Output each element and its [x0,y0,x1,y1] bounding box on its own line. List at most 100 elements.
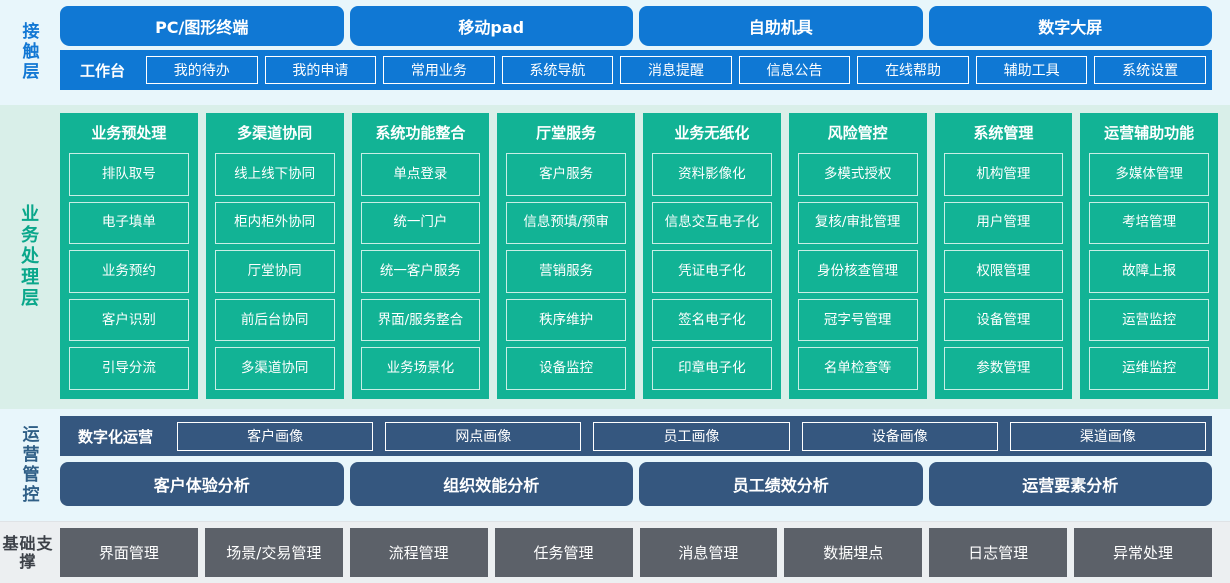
business-item[interactable]: 信息交互电子化 [652,201,772,245]
portrait-branch[interactable]: 网点画像 [385,421,582,451]
base-row: 界面管理 场景/交易管理 流程管理 任务管理 消息管理 数据埋点 日志管理 异常… [60,528,1212,577]
workbench-item-system-settings[interactable]: 系统设置 [1094,56,1206,84]
layer-base-label-text: 基础支撑 [2,533,54,571]
business-column-title: 业务预处理 [91,124,167,142]
business-item[interactable]: 运维监控 [1089,347,1209,390]
base-item-scene-transaction-management[interactable]: 场景/交易管理 [204,528,343,577]
business-item[interactable]: 业务场景化 [360,347,481,390]
business-column-system-management: 系统管理 机构管理 用户管理 权限管理 设备管理 参数管理 [934,113,1073,399]
base-item-message-management[interactable]: 消息管理 [639,528,778,577]
layer-business-label: 业务处理层 [0,113,56,399]
business-column-title: 系统管理 [973,124,1034,142]
workbench-item-message-alert[interactable]: 消息提醒 [620,56,732,84]
business-column-title: 厅堂服务 [536,124,597,142]
business-column-system-integration: 系统功能整合 单点登录 统一门户 统一客户服务 界面/服务整合 业务场景化 [351,113,490,399]
workbench-item-aux-tools[interactable]: 辅助工具 [975,56,1088,84]
business-column-title: 风险管控 [827,124,888,142]
business-column-title: 系统功能整合 [375,124,466,142]
layer-business-body: 业务预处理 排队取号 电子填单 业务预约 客户识别 引导分流 多渠道协同 线上线… [56,113,1230,399]
business-column-lobby-service: 厅堂服务 客户服务 信息预填/预审 营销服务 秩序维护 设备监控 [497,113,635,399]
business-item[interactable]: 参数管理 [943,347,1064,390]
business-item[interactable]: 签名电子化 [652,298,772,342]
business-item[interactable]: 多媒体管理 [1089,153,1209,196]
business-column-risk-control: 风险管控 多模式授权 复核/审批管理 身份核查管理 冠字号管理 名单检查等 [788,113,927,399]
business-item[interactable]: 引导分流 [69,347,189,390]
business-item[interactable]: 故障上报 [1089,250,1209,293]
business-column-title: 业务无纸化 [674,124,750,142]
business-item[interactable]: 权限管理 [943,250,1064,293]
business-column-title: 运营辅助功能 [1104,124,1195,142]
business-columns: 业务预处理 排队取号 电子填单 业务预约 客户识别 引导分流 多渠道协同 线上线… [60,113,1218,399]
business-column-operation-support: 运营辅助功能 多媒体管理 考培管理 故障上报 运营监控 运维监控 [1080,113,1218,399]
base-item-task-management[interactable]: 任务管理 [494,528,633,577]
business-item[interactable]: 设备管理 [943,298,1064,342]
business-item[interactable]: 设备监控 [506,347,626,390]
business-item[interactable]: 名单检查等 [797,347,918,390]
business-item[interactable]: 营销服务 [506,250,626,293]
layer-business: 业务处理层 业务预处理 排队取号 电子填单 业务预约 客户识别 引导分流 多渠道… [0,105,1230,409]
business-item[interactable]: 单点登录 [360,153,481,196]
portrait-customer[interactable]: 客户画像 [177,421,374,451]
analysis-employee-performance[interactable]: 员工绩效分析 [639,462,923,506]
channel-mobile-pad[interactable]: 移动pad [349,6,633,46]
business-item[interactable]: 柜内柜外协同 [214,201,335,245]
business-item[interactable]: 机构管理 [943,153,1064,196]
business-item[interactable]: 身份核查管理 [797,250,918,293]
business-item[interactable]: 多模式授权 [797,153,918,196]
workbench-item-my-application[interactable]: 我的申请 [264,56,377,84]
layer-operations: 运营管控 数字化运营 客户画像 网点画像 员工画像 设备画像 渠道画像 客户体验… [0,409,1230,521]
business-column-pretreatment: 业务预处理 排队取号 电子填单 业务预约 客户识别 引导分流 [60,113,198,399]
base-item-process-management[interactable]: 流程管理 [349,528,488,577]
channel-digital-screen[interactable]: 数字大屏 [928,6,1212,46]
business-item[interactable]: 秩序维护 [506,298,626,342]
business-column-paperless: 业务无纸化 资料影像化 信息交互电子化 凭证电子化 签名电子化 印章电子化 [643,113,781,399]
business-item[interactable]: 凭证电子化 [652,250,772,293]
workbench-item-system-navigation[interactable]: 系统导航 [501,56,614,84]
analysis-org-efficiency[interactable]: 组织效能分析 [349,462,633,506]
workbench-item-announcement[interactable]: 信息公告 [738,56,851,84]
channel-pc[interactable]: PC/图形终端 [60,6,344,46]
business-item[interactable]: 用户管理 [943,201,1064,245]
business-item[interactable]: 客户服务 [506,153,626,196]
business-item[interactable]: 考培管理 [1089,201,1209,245]
layer-base-label: 基础支撑 [0,528,56,577]
analysis-row: 客户体验分析 组织效能分析 员工绩效分析 运营要素分析 [60,462,1212,506]
business-item[interactable]: 厅堂协同 [214,250,335,293]
portrait-channel[interactable]: 渠道画像 [1009,421,1207,451]
base-item-log-management[interactable]: 日志管理 [929,528,1068,577]
business-item[interactable]: 资料影像化 [652,153,772,196]
base-item-ui-management[interactable]: 界面管理 [60,528,198,577]
analysis-operation-factor[interactable]: 运营要素分析 [928,462,1212,506]
analysis-customer-experience[interactable]: 客户体验分析 [60,462,344,506]
business-item[interactable]: 多渠道协同 [214,347,335,390]
business-item[interactable]: 印章电子化 [652,347,772,390]
business-item[interactable]: 信息预填/预审 [506,201,626,245]
portrait-employee[interactable]: 员工画像 [593,421,790,451]
portrait-device[interactable]: 设备画像 [801,421,998,451]
business-column-title: 多渠道协同 [237,124,313,142]
business-item[interactable]: 电子填单 [69,201,189,245]
business-item[interactable]: 排队取号 [69,153,189,196]
layer-operations-label-text: 运营管控 [18,424,39,505]
workbench-item-common-business[interactable]: 常用业务 [383,56,495,84]
layer-operations-label: 运营管控 [0,416,56,513]
workbench-item-online-help[interactable]: 在线帮助 [857,56,969,84]
base-item-exception-handling[interactable]: 异常处理 [1074,528,1212,577]
business-item[interactable]: 线上线下协同 [214,153,335,196]
workbench-item-my-todo[interactable]: 我的待办 [146,56,258,84]
business-item[interactable]: 界面/服务整合 [360,298,481,342]
business-item[interactable]: 业务预约 [69,250,189,293]
business-item[interactable]: 复核/审批管理 [797,201,918,245]
layer-operations-body: 数字化运营 客户画像 网点画像 员工画像 设备画像 渠道画像 客户体验分析 组织… [56,416,1230,513]
business-item[interactable]: 统一客户服务 [360,250,481,293]
layer-contact-label-text: 接触层 [18,21,39,82]
layer-contact: 接触层 PC/图形终端 移动pad 自助机具 数字大屏 工作台 我的待办 我的申… [0,0,1230,105]
business-item[interactable]: 冠字号管理 [797,298,918,342]
business-item[interactable]: 客户识别 [69,298,189,342]
layer-contact-body: PC/图形终端 移动pad 自助机具 数字大屏 工作台 我的待办 我的申请 常用… [56,6,1230,97]
base-item-data-tracking[interactable]: 数据埋点 [784,528,923,577]
business-item[interactable]: 前后台协同 [214,298,335,342]
channel-self-service[interactable]: 自助机具 [639,6,923,46]
business-item[interactable]: 统一门户 [360,201,481,245]
business-item[interactable]: 运营监控 [1089,298,1209,342]
